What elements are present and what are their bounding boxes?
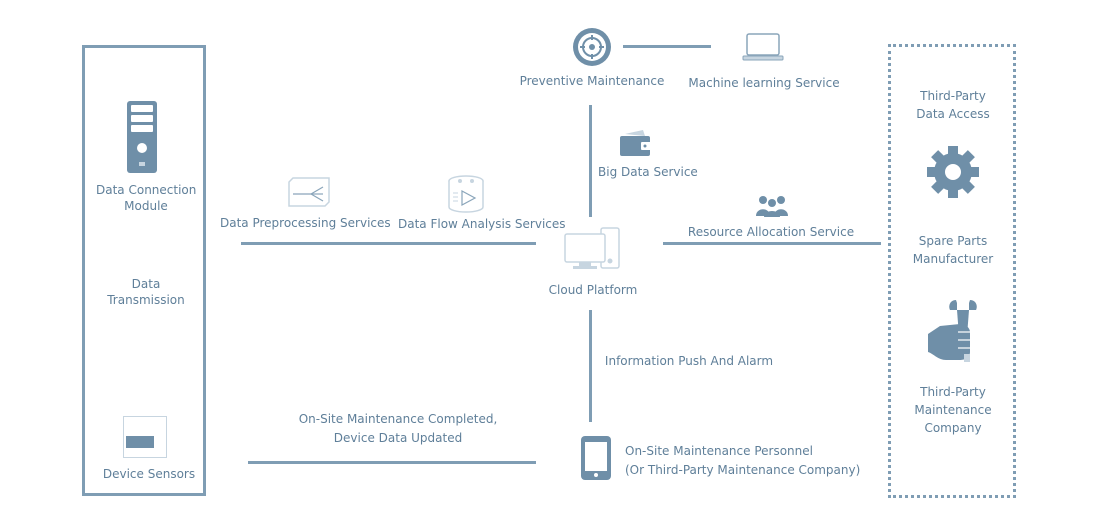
hand-wrench-icon — [928, 300, 977, 362]
device-sensors-label: Device Sensors — [102, 467, 196, 481]
preventive-maintenance-icon — [573, 28, 611, 66]
connector-left-to-cloud — [241, 242, 536, 245]
data-flow-analysis-services-label: Data Flow Analysis Services — [398, 217, 566, 231]
third-party-data-access-label: Third-Party Data Access — [916, 89, 990, 122]
big-data-service-label: Big Data Service — [598, 165, 698, 179]
laptop-icon — [742, 33, 784, 61]
connector-preventive-to-ml — [623, 45, 711, 48]
server-tower-icon — [127, 101, 157, 173]
third-party-maintenance-company-label: Third-Party Maintenance Company — [914, 385, 992, 436]
sensor-icon — [123, 416, 167, 458]
preventive-maintenance-label: Preventive Maintenance — [519, 74, 665, 88]
connector-bottom-left — [248, 461, 536, 464]
connector-vertical-bottom — [589, 310, 592, 422]
data-connection-module-label: Data Connection Module — [96, 183, 197, 214]
resource-allocation-service-label: Resource Allocation Service — [687, 225, 855, 239]
gear-icon — [927, 146, 979, 198]
machine-learning-service-label: Machine learning Service — [688, 76, 840, 90]
onsite-maintenance-personnel-label: On-Site Maintenance Personnel (Or Third-… — [625, 444, 861, 478]
edge-device-panel — [82, 45, 206, 496]
spare-parts-manufacturer-label: Spare Parts Manufacturer — [912, 234, 994, 267]
cloud-platform-computer-icon — [564, 227, 620, 269]
connector-cloud-to-right — [663, 242, 881, 245]
third-party-panel — [888, 44, 1016, 498]
data-flow-analysis-icon — [448, 175, 484, 213]
data-preprocessing-services-label: Data Preprocessing Services — [220, 216, 391, 230]
onsite-maintenance-completed-label: On-Site Maintenance Completed, Device Da… — [298, 412, 498, 446]
information-push-and-alarm-label: Information Push And Alarm — [604, 354, 774, 368]
data-preprocessing-icon — [288, 177, 330, 207]
wallet-icon — [620, 130, 652, 156]
connector-vertical-top — [589, 105, 592, 217]
smartphone-icon — [581, 436, 611, 480]
cloud-platform-label: Cloud Platform — [548, 283, 638, 297]
resource-allocation-icon — [756, 196, 788, 217]
data-transmission-label: Data Transmission — [107, 277, 185, 308]
